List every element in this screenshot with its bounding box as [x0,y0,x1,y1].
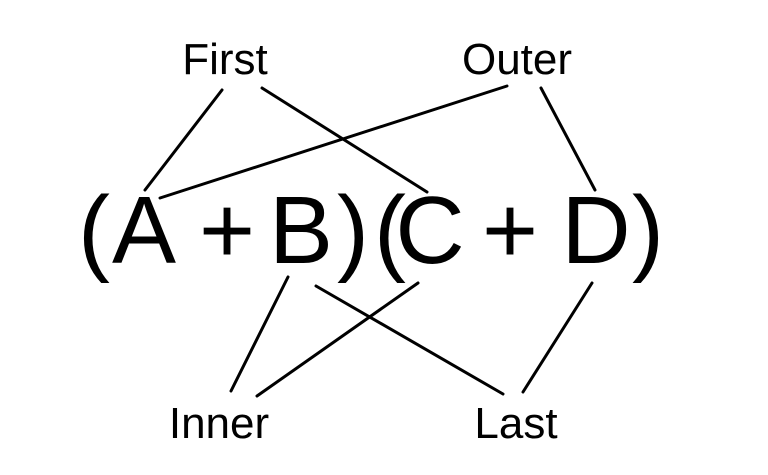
connector-b-to-inner [229,275,290,393]
plus-sign-2: + [482,177,538,284]
connector-outer-to-a [158,84,509,200]
term-d: D [561,177,630,284]
connector-c-to-inner [255,281,420,398]
label-inner: Inner [169,399,269,448]
label-last: Last [474,399,557,448]
close-paren-2: ) [632,177,664,284]
term-c: C [395,177,464,284]
open-paren-2: ( [374,177,406,284]
term-a: A [112,177,176,284]
connector-d-to-last [521,281,594,394]
plus-sign-1: + [199,177,255,284]
open-paren-1: ( [78,177,110,284]
connector-first-to-a [143,88,224,192]
label-first: First [182,35,268,84]
connector-outer-to-d [539,86,597,192]
close-paren-1: ) [337,177,369,284]
label-outer: Outer [462,35,572,84]
term-b: B [269,177,333,284]
connector-b-to-last [314,284,505,396]
